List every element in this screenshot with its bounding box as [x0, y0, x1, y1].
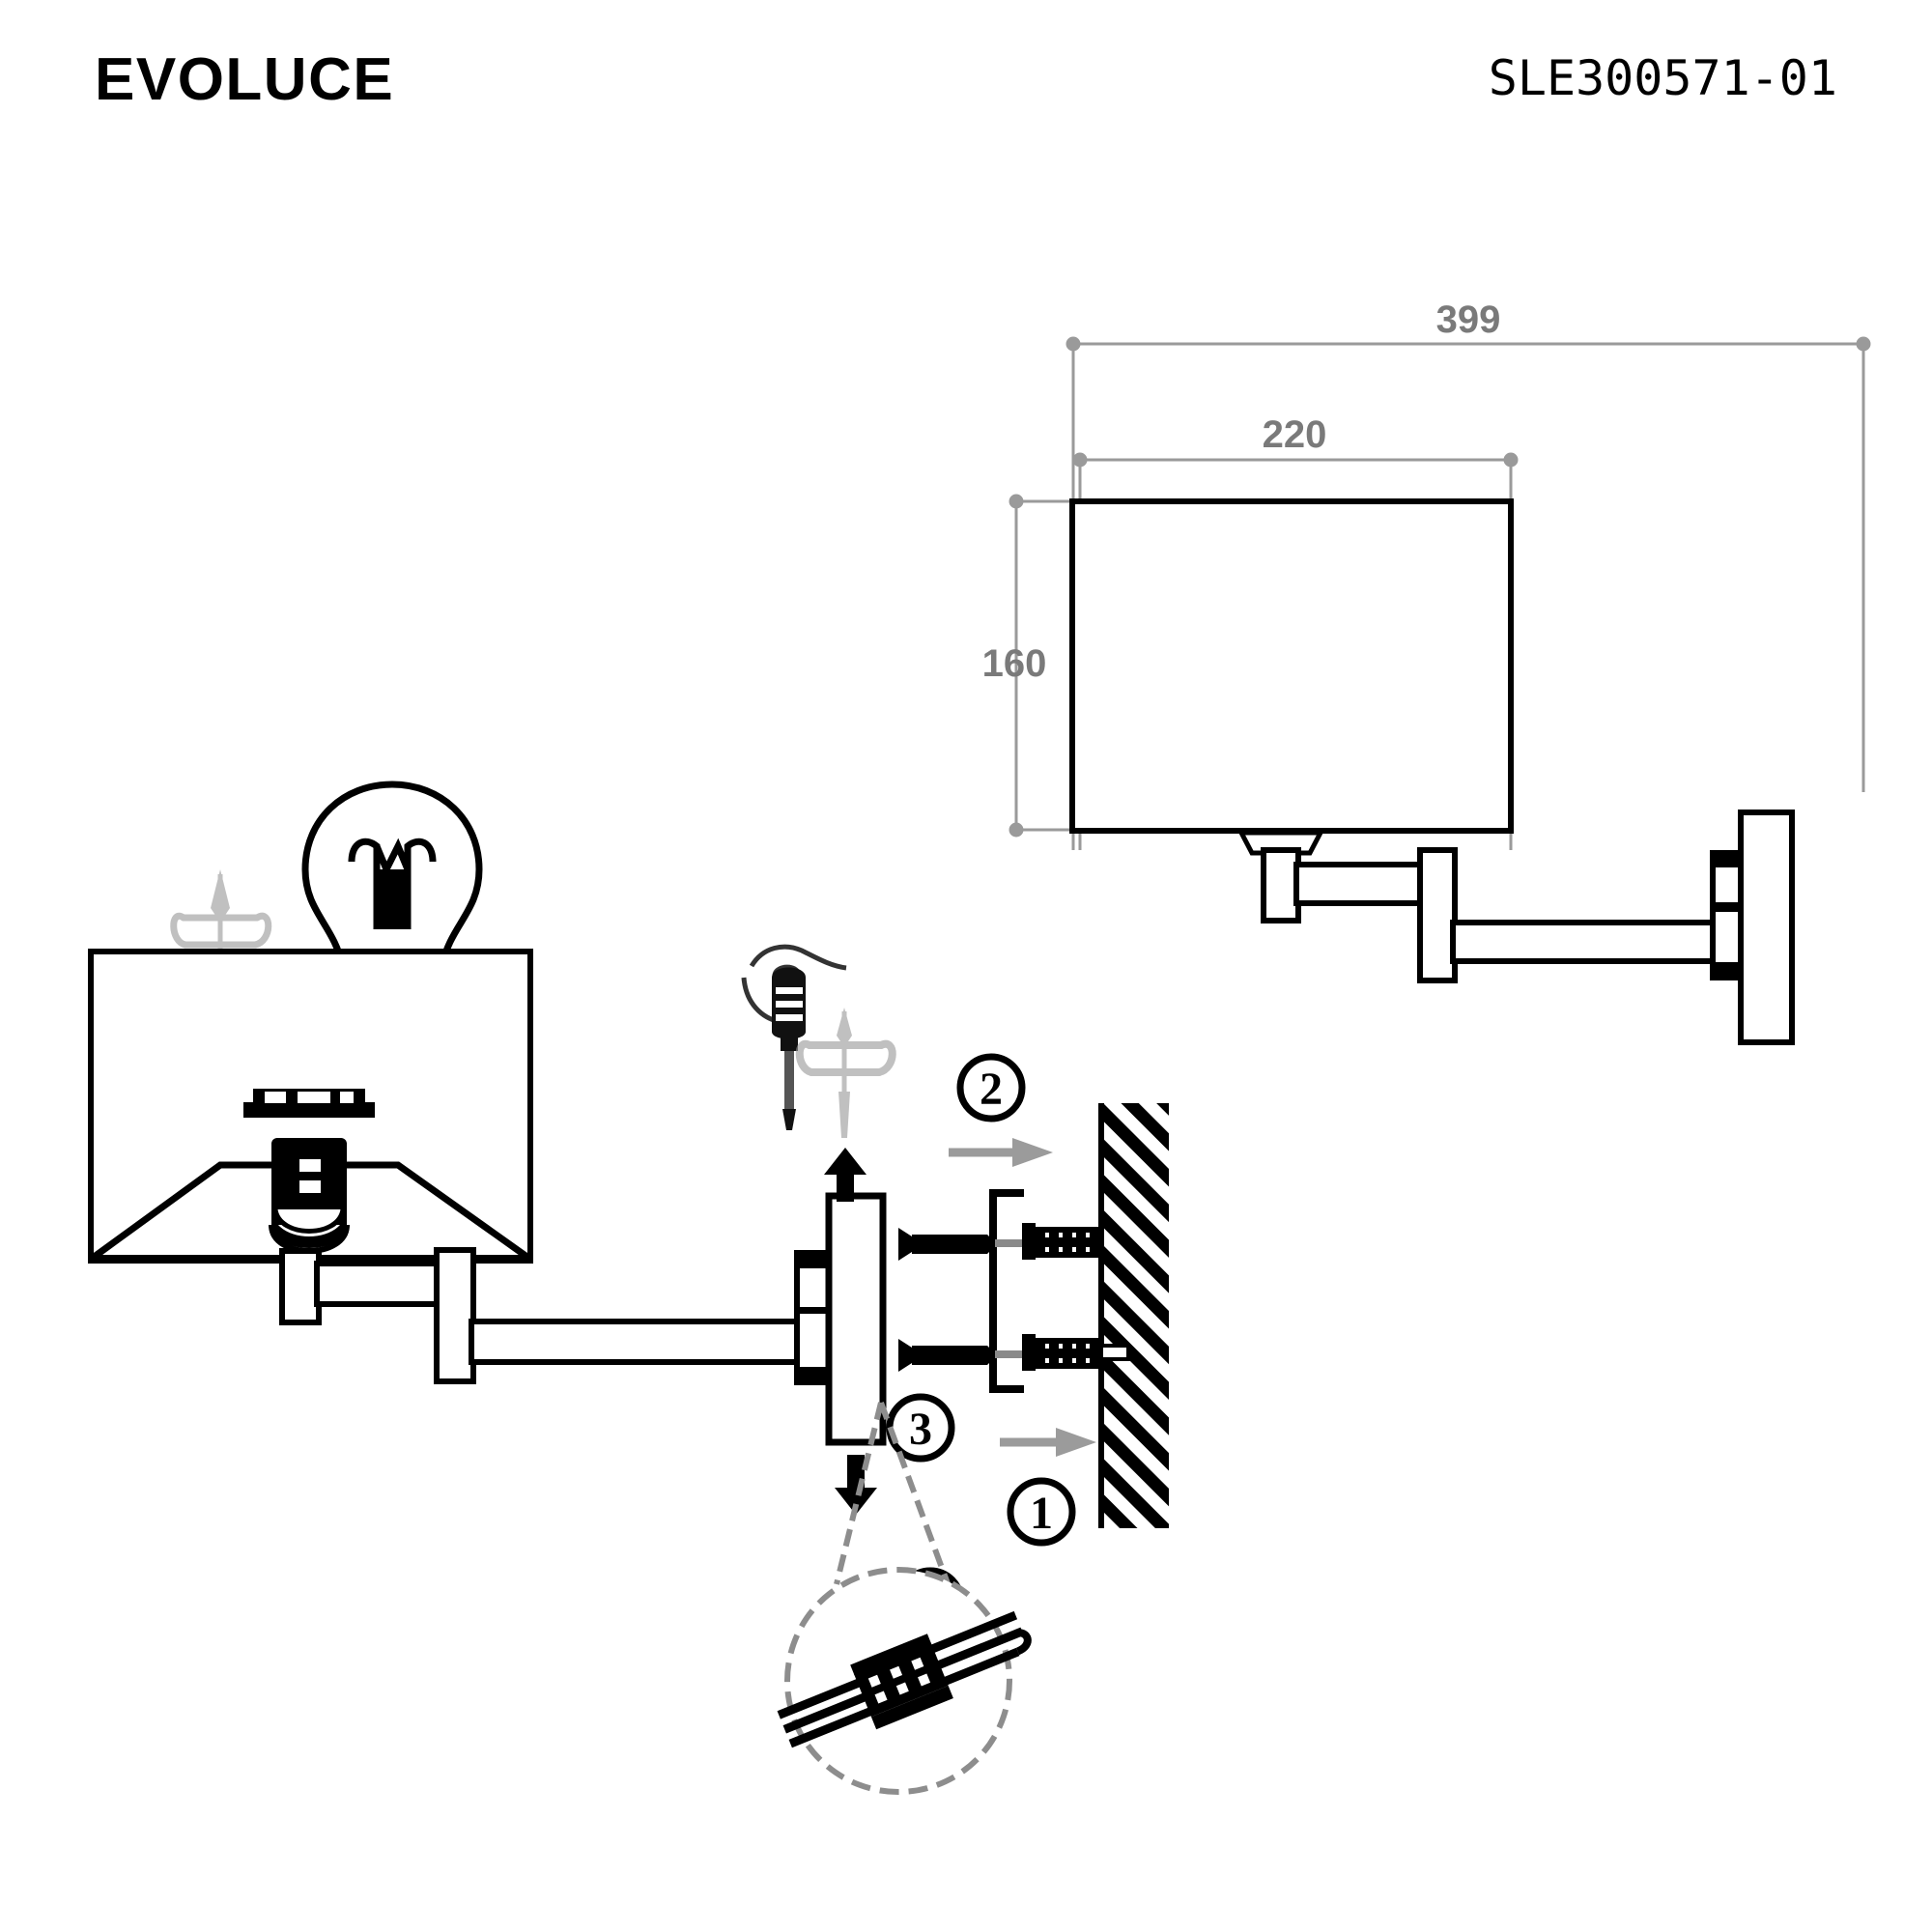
step-label-3: 3 — [909, 1404, 932, 1455]
arm-segment-upper-front — [314, 1261, 445, 1307]
arm-segment-lower — [1450, 920, 1719, 964]
lamp-shade — [1069, 498, 1514, 834]
brand-logo: EVOLUCE — [95, 46, 395, 113]
step-label-1: 1 — [1030, 1488, 1053, 1539]
arm-segment-upper — [1293, 862, 1428, 906]
terminal-block-icon — [777, 1610, 1032, 1748]
arm-stub-front — [279, 1248, 322, 1325]
fastener-bracket — [989, 1189, 1024, 1393]
dimension-160: 160 — [982, 494, 1092, 838]
dimension-label-399: 399 — [1436, 298, 1501, 341]
wall-anchor-lower — [1022, 1334, 1130, 1371]
arrow-up-icon — [824, 1148, 867, 1202]
arm-stub — [1261, 847, 1301, 923]
arm-segment-lower-front — [469, 1319, 803, 1365]
lamp-socket — [269, 1138, 350, 1254]
arm-elbow-joint — [1417, 847, 1458, 983]
product-code: SLE300571-01 — [1488, 50, 1837, 106]
detail-bubble-terminal — [777, 1401, 1032, 1795]
dimension-label-220: 220 — [1263, 413, 1327, 456]
arrow-right-icon-lower — [1000, 1428, 1096, 1457]
rotate-arrow-icon-screw — [795, 1008, 896, 1138]
step-callout-2: 2 — [956, 1053, 1026, 1122]
arrow-right-icon-upper — [949, 1138, 1053, 1167]
step-callout-3: 3 — [886, 1393, 955, 1463]
dimension-label-160: 160 — [982, 642, 1047, 685]
wall-mount-plate-center — [825, 1192, 887, 1446]
wall-mount-plate — [1738, 810, 1795, 1045]
arm-elbow-joint-front — [434, 1247, 476, 1384]
step-label-2: 2 — [980, 1064, 1003, 1115]
mount-plate-group — [825, 1192, 887, 1515]
lamp-assembly-exploded — [88, 781, 835, 1385]
step-callout-1: 1 — [1007, 1477, 1076, 1547]
screw-install-group — [741, 944, 896, 1202]
fasteners-group — [898, 1138, 1130, 1457]
wall-anchor-upper — [1022, 1223, 1101, 1260]
hand-screwdriver-icon — [741, 944, 847, 1130]
dimensioned-elevation: 399 220 160 — [982, 298, 1871, 1045]
shade-ring — [243, 1089, 375, 1118]
hatched-wall-icon — [1098, 1103, 1169, 1528]
